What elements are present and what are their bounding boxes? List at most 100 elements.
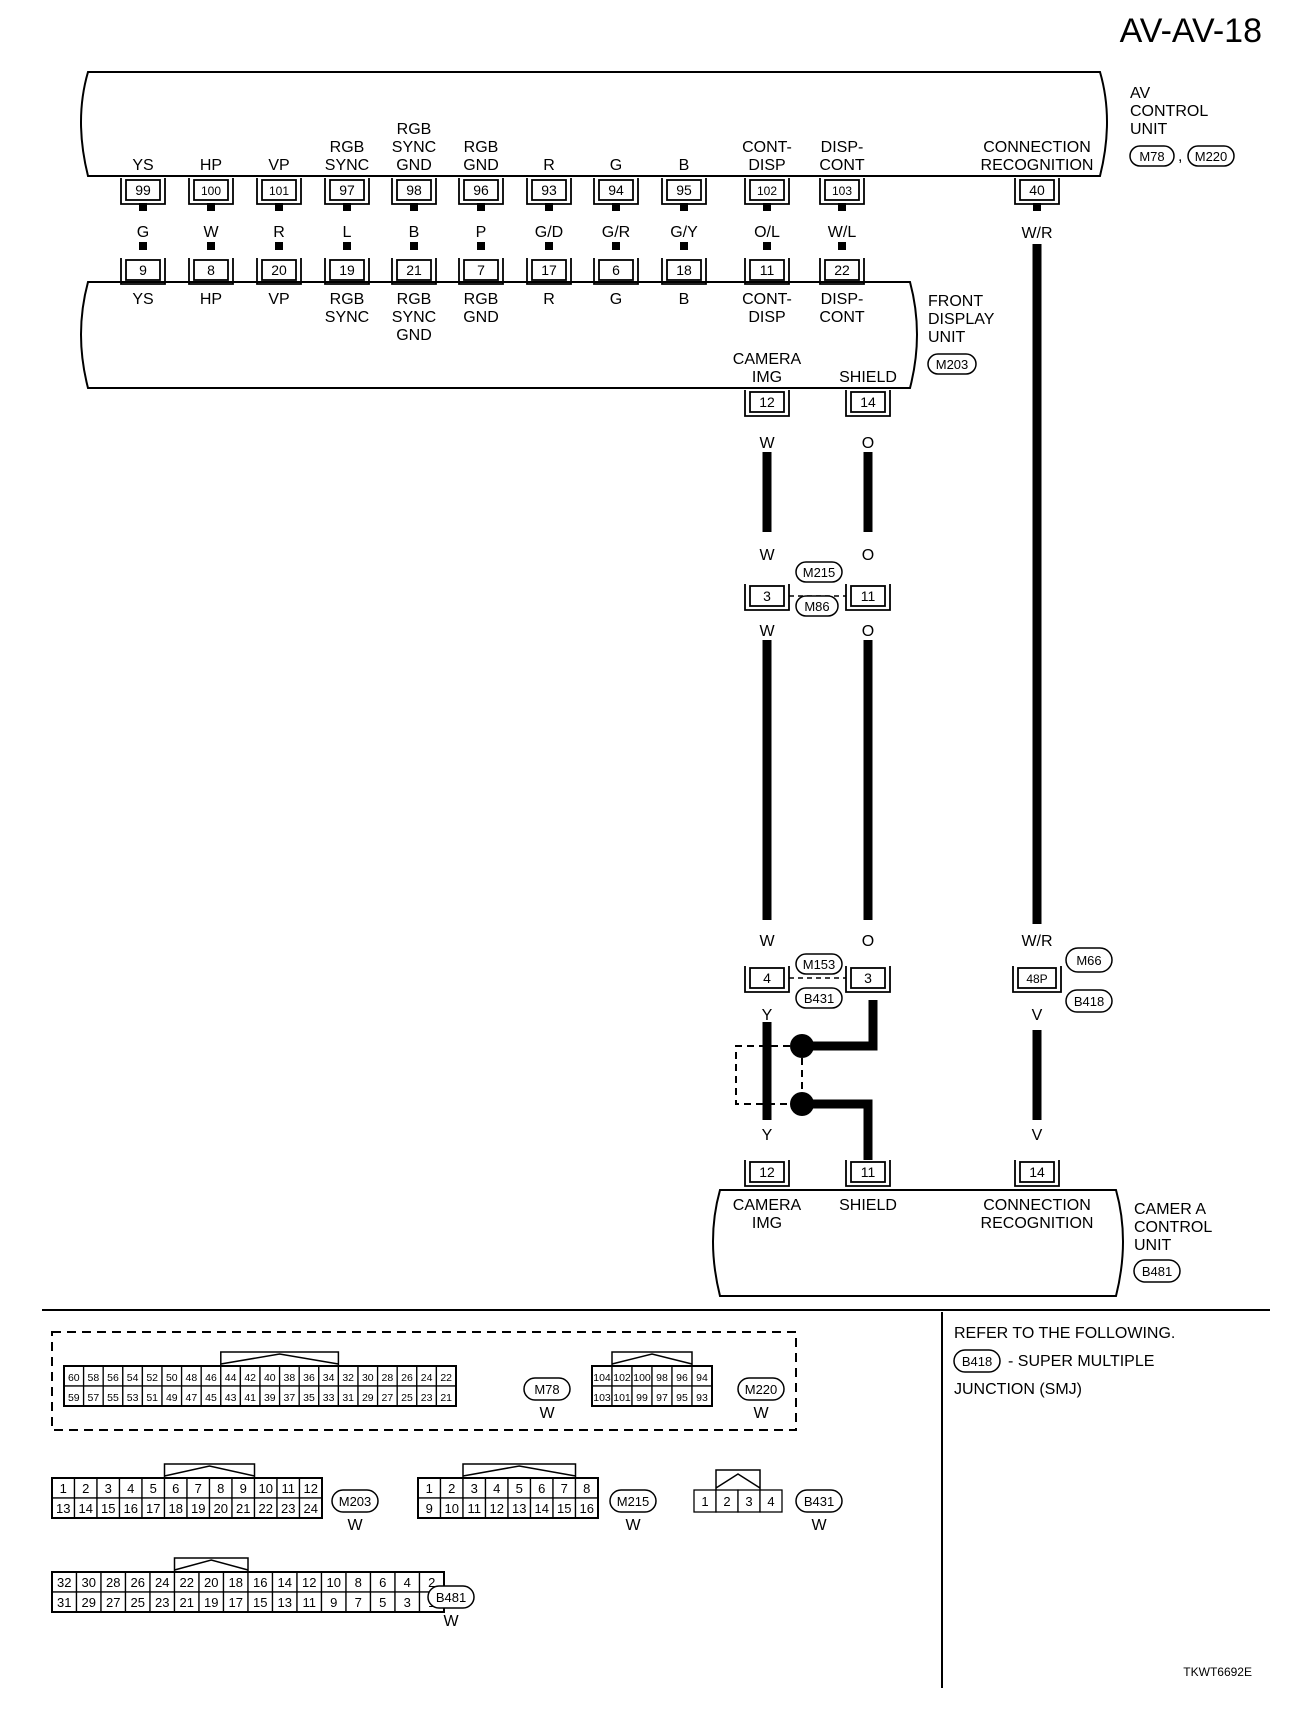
cam-shield: SHIELD xyxy=(839,1197,897,1214)
av-wire-stub xyxy=(763,203,771,211)
m215-cell-label: 11 xyxy=(468,1501,482,1516)
m203-cell-label: 24 xyxy=(304,1501,318,1516)
fd-pin: 21 xyxy=(391,258,437,285)
b481-cell-label: 4 xyxy=(404,1575,411,1590)
av-pin-number: 100 xyxy=(201,184,221,198)
fd-shield-label: SHIELD xyxy=(839,369,897,386)
av-pin: 103 xyxy=(819,178,865,205)
b481-cell-label: 32 xyxy=(57,1575,71,1590)
cam-camera-img-1: CAMERA xyxy=(733,1197,802,1214)
fd-pin-bracket xyxy=(188,258,234,285)
fd-camera-img-label-2: IMG xyxy=(752,369,782,386)
m78-cell-label: 21 xyxy=(440,1392,452,1404)
shield-junction-dot-1 xyxy=(790,1034,814,1058)
fd-signal-label: CONT xyxy=(819,309,865,326)
lower-pin-camera: 4 xyxy=(744,966,790,993)
m203-cell-label: 22 xyxy=(259,1501,273,1516)
fd-wire-stub xyxy=(477,242,485,250)
m78-cell-label: 24 xyxy=(421,1372,433,1384)
m78-cell-label: 59 xyxy=(68,1392,80,1404)
fd-pin: 11 xyxy=(744,258,790,285)
cam-unit-name-2: CONTROL xyxy=(1134,1219,1212,1236)
wire-cam-w-1: W xyxy=(759,435,775,452)
b481-cell-label: 6 xyxy=(379,1575,386,1590)
m203-cell-label: 23 xyxy=(281,1501,295,1516)
fd-wire-stub xyxy=(680,242,688,250)
av-pin-40-number: 40 xyxy=(1029,182,1045,198)
connector-face-b481: 3231302928272625242322212019181716151413… xyxy=(51,1557,475,1630)
m78-code: M78 xyxy=(534,1382,559,1397)
fd-pin-shield-bracket xyxy=(845,390,891,417)
wire-shield-o-1: O xyxy=(862,435,874,452)
av-signal-label: DISP- xyxy=(821,139,864,156)
av-control-unit-body xyxy=(80,71,1108,177)
av-pin: 98 xyxy=(391,178,437,205)
fd-pin-number: 17 xyxy=(541,262,557,278)
m78-cell-label: 27 xyxy=(382,1392,394,1404)
m78-cell-label: 41 xyxy=(244,1392,256,1404)
av-signal-label: RGB xyxy=(397,121,432,138)
b481-cell-label: 25 xyxy=(131,1595,145,1610)
av-pin-box xyxy=(824,179,860,201)
m203-cell-label: 21 xyxy=(236,1501,250,1516)
m78-cell-label: 39 xyxy=(264,1392,276,1404)
m220-color: W xyxy=(753,1405,769,1422)
fd-pin-number: 21 xyxy=(406,262,422,278)
badge-b418 xyxy=(1065,989,1113,1013)
m78-cell-label: 57 xyxy=(88,1392,100,1404)
av-pin-40-stub xyxy=(1033,203,1041,211)
av-signal-label: YS xyxy=(132,157,153,174)
cam-pin-conn-recog: 14 xyxy=(1014,1160,1060,1187)
wire-color: L xyxy=(343,224,352,241)
fd-pin: 7 xyxy=(458,258,504,285)
m220-cell-label: 97 xyxy=(656,1392,668,1404)
av-pin: 97 xyxy=(324,178,370,205)
m203-cell-label: 18 xyxy=(169,1501,183,1516)
wire-color: P xyxy=(476,224,487,241)
m203-cell-label: 3 xyxy=(105,1481,112,1496)
wire-shield-4 xyxy=(800,1099,873,1160)
wire-cam-w-3: W xyxy=(759,623,775,640)
badge-m153 xyxy=(795,953,843,975)
av-pin-box xyxy=(125,179,161,201)
wire-cam-w-2: W xyxy=(759,547,775,564)
cam-pin-conn-recog-box xyxy=(1019,1161,1055,1183)
b431-cell-label: 4 xyxy=(767,1494,774,1509)
av-signal-label: VP xyxy=(268,157,289,174)
b481-cell-label: 24 xyxy=(155,1575,169,1590)
av-control-unit-label: AV CONTROL UNIT M78 , M220 xyxy=(1129,85,1235,167)
av-wire-stub xyxy=(343,203,351,211)
b481-cell-label: 12 xyxy=(302,1575,316,1590)
m203-cell-label: 15 xyxy=(101,1501,115,1516)
m203-code: M203 xyxy=(339,1494,372,1509)
m78-tab xyxy=(220,1351,340,1366)
camera-control-unit-body xyxy=(712,1189,1124,1297)
m78-cell-label: 25 xyxy=(401,1392,413,1404)
m215-color: W xyxy=(625,1517,641,1534)
fd-pin-bracket xyxy=(744,258,790,285)
m220-cell-label: 101 xyxy=(613,1392,631,1404)
fd-pin-box xyxy=(824,259,860,281)
m78-cell-label: 49 xyxy=(166,1392,178,1404)
b431-tab xyxy=(715,1469,761,1490)
fd-pin-box xyxy=(531,259,567,281)
b481-cell-label: 9 xyxy=(330,1595,337,1610)
wire-color: G/D xyxy=(535,224,563,241)
av-conn-recog-label-2: RECOGNITION xyxy=(981,157,1094,174)
cam-pin-conn-recog-number: 14 xyxy=(1029,1164,1045,1180)
b481-cell-label: 7 xyxy=(355,1595,362,1610)
m78-cell-label: 30 xyxy=(362,1372,374,1384)
fd-signal-label: B xyxy=(679,291,690,308)
wire-connrecog-v-2: V xyxy=(1032,1127,1043,1144)
wire-shield-3 xyxy=(800,1000,878,1051)
badge-m215-text: M215 xyxy=(803,565,836,580)
m220-cell-label: 103 xyxy=(593,1392,611,1404)
fd-pin-bracket xyxy=(819,258,865,285)
b481-cell-label: 11 xyxy=(303,1595,317,1610)
av-conn-recog-label-1: CONNECTION xyxy=(983,139,1091,156)
fd-pin-shield-number: 14 xyxy=(860,394,876,410)
